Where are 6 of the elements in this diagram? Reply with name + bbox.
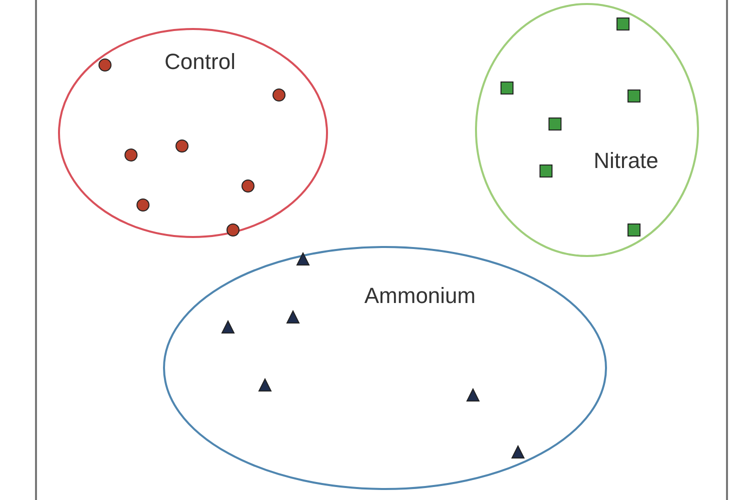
group-label: Control [164, 49, 236, 75]
group-label: Ammonium [364, 283, 476, 309]
cluster-ellipse [475, 3, 699, 257]
cluster-ellipse [58, 28, 328, 238]
group-label: Nitrate [594, 148, 658, 174]
cluster-ellipse [163, 246, 607, 490]
